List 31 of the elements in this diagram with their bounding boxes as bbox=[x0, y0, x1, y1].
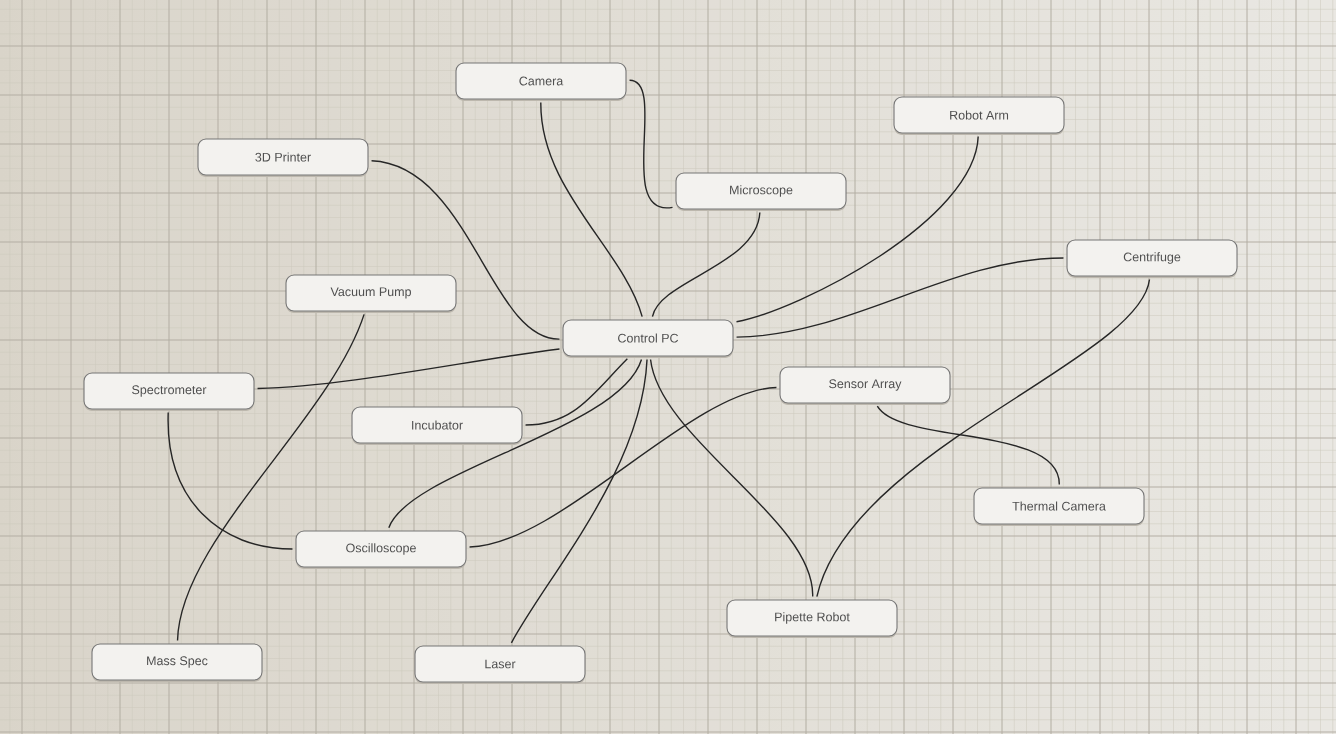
connector-line bbox=[167, 411, 294, 550]
connector-line bbox=[256, 348, 561, 390]
device-box: Mass Spec bbox=[91, 643, 263, 682]
device-box: Robot Arm bbox=[893, 96, 1065, 135]
connector-line bbox=[735, 135, 979, 323]
device-box: Camera bbox=[455, 62, 627, 101]
device-box: Sensor Array bbox=[779, 366, 951, 405]
device-box: Pipette Robot bbox=[726, 599, 898, 638]
device-box: Thermal Camera bbox=[973, 487, 1145, 526]
device-box: Oscilloscope bbox=[295, 530, 467, 569]
connector-line bbox=[649, 358, 814, 598]
connector-line bbox=[876, 405, 1060, 486]
device-box: Spectrometer bbox=[83, 372, 255, 411]
device-box: Centrifuge bbox=[1066, 239, 1238, 278]
connector-line bbox=[540, 101, 643, 318]
device-box: Laser bbox=[414, 645, 586, 684]
connector-line bbox=[628, 79, 674, 209]
connector-line bbox=[388, 358, 643, 529]
device-box: Control PC bbox=[562, 319, 734, 358]
connector-line bbox=[651, 211, 761, 318]
connector-line bbox=[176, 313, 365, 642]
connector-line bbox=[524, 357, 629, 426]
device-box: Incubator bbox=[351, 406, 523, 445]
connector-line bbox=[468, 386, 778, 548]
connector-line bbox=[510, 358, 648, 644]
connector-line bbox=[370, 160, 561, 340]
device-box: 3D Printer bbox=[197, 138, 369, 177]
device-box: Microscope bbox=[675, 172, 847, 211]
device-box: Vacuum Pump bbox=[285, 274, 457, 313]
connector-line bbox=[735, 257, 1065, 338]
connector-line bbox=[816, 278, 1151, 598]
